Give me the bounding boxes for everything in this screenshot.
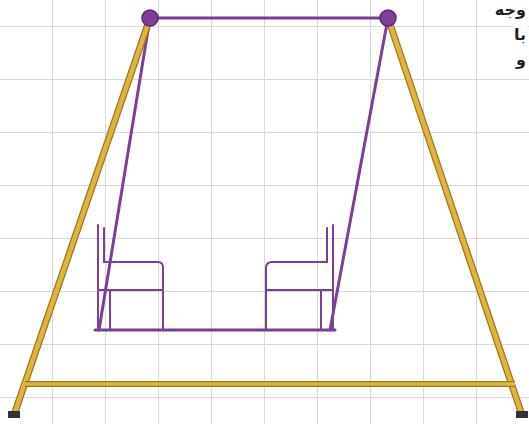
swing-seat-frame xyxy=(95,18,388,330)
swing-a-frame xyxy=(8,18,528,418)
text-fragment: با xyxy=(513,25,527,46)
text-fragment: وجه xyxy=(494,0,527,21)
text-fragment: و xyxy=(515,50,527,71)
hinge-joint xyxy=(142,10,396,26)
